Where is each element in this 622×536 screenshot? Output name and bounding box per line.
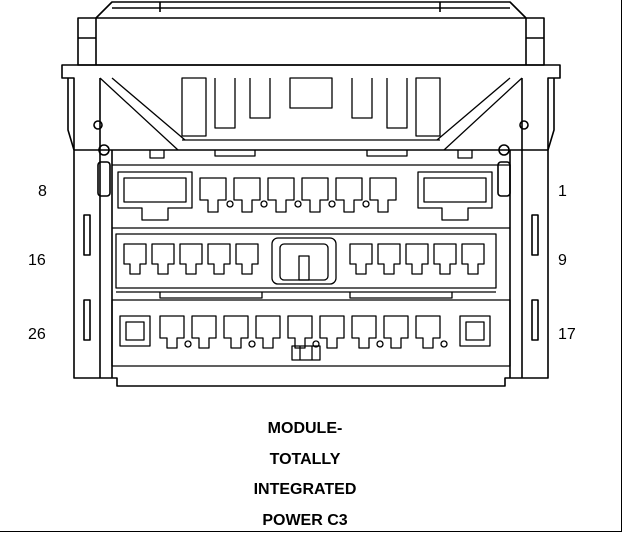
connector-top-cap (78, 2, 544, 65)
cavity-row-3 (112, 300, 510, 366)
pin-label-1: 1 (558, 183, 567, 201)
cavity-row-1 (112, 165, 510, 228)
diagram-caption: MODULE- TOTALLY INTEGRATED POWER C3 (195, 414, 415, 536)
pin-label-16: 16 (28, 252, 46, 270)
caption-line-2: TOTALLY (195, 445, 415, 476)
connector-diagram (0, 0, 622, 410)
pin-label-8: 8 (38, 183, 47, 201)
caption-line-4: POWER C3 (195, 506, 415, 536)
cavity-row-2 (116, 234, 496, 298)
pin-label-9: 9 (558, 252, 567, 270)
pin-label-26: 26 (28, 326, 46, 344)
caption-line-1: MODULE- (195, 414, 415, 445)
connector-bracing (100, 78, 522, 158)
caption-line-3: INTEGRATED (195, 475, 415, 506)
pin-label-17: 17 (558, 326, 576, 344)
